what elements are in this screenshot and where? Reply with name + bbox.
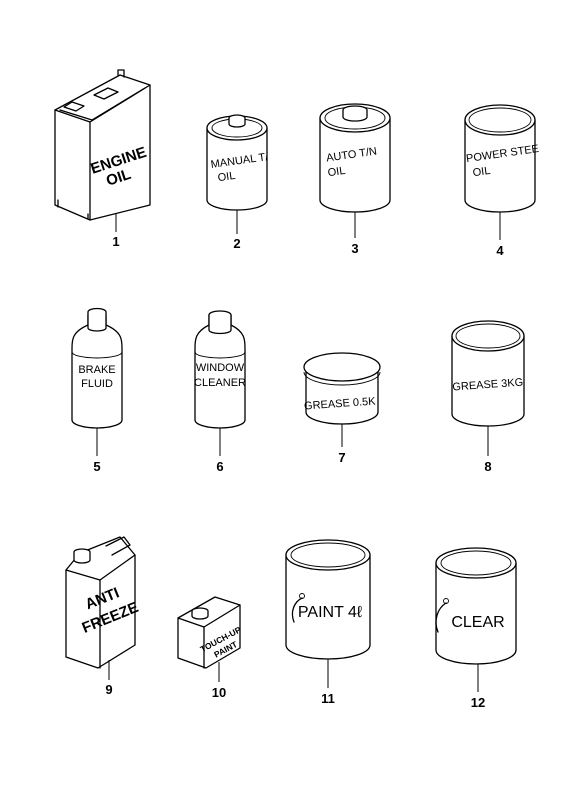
item-4-label-line-2: OIL [472, 165, 491, 179]
item-9-number: 9 [105, 682, 112, 697]
item-5-number: 5 [93, 459, 100, 474]
item-1-number: 1 [112, 234, 119, 249]
item-12-label: CLEAR [451, 614, 504, 631]
item-2-label-line-2: OIL [217, 170, 236, 184]
item-4-power-steering-oil-can: POWER STEE OIL 4 [464, 104, 540, 258]
item-3-auto-tm-oil-can: AUTO T/N OIL 3 [319, 103, 391, 256]
item-3-label-line-2: OIL [327, 165, 346, 179]
item-12-number: 12 [471, 695, 485, 710]
item-8-label: GREASE 3KG [452, 377, 524, 394]
item-7-grease-05kg-tub: GREASE 0.5K 7 [303, 352, 381, 465]
item-1-engine-oil-can: ENGINE OIL 1 [54, 69, 151, 249]
item-8-number: 8 [484, 459, 491, 474]
item-5-label-line-1: BRAKE [78, 364, 115, 376]
item-10-touch-up-paint-can: TOUCH-UP PAINT 10 [177, 596, 243, 700]
item-10-number: 10 [212, 685, 226, 700]
item-2-number: 2 [233, 236, 240, 251]
item-6-number: 6 [216, 459, 223, 474]
item-7-label: GREASE 0.5K [304, 395, 377, 412]
item-7-number: 7 [338, 450, 345, 465]
item-2-manual-tm-oil-can: MANUAL T/ OIL 2 [206, 114, 270, 251]
item-11-label: PAINT 4ℓ [298, 604, 362, 621]
item-9-anti-freeze-jug: ANTI FREEZE 9 [65, 536, 141, 697]
item-3-number: 3 [351, 241, 358, 256]
item-5-label-line-2: FLUID [81, 378, 113, 390]
item-6-label-line-1: WINDOW [196, 362, 245, 374]
item-12-clear-paint-bucket: CLEAR 12 [435, 547, 517, 710]
item-6-window-cleaner-bottle: WINDOW CLEANER 6 [194, 310, 246, 474]
item-11-paint-bucket: PAINT 4ℓ 11 [285, 539, 371, 706]
item-6-label-line-2: CLEANER [194, 377, 246, 389]
item-5-brake-fluid-bottle: BRAKE FLUID 5 [71, 307, 123, 474]
item-8-grease-3kg-can: GREASE 3KG 8 [451, 320, 525, 474]
item-11-number: 11 [321, 691, 335, 706]
item-1-label-line-2: OIL [104, 166, 133, 190]
item-4-number: 4 [496, 243, 504, 258]
